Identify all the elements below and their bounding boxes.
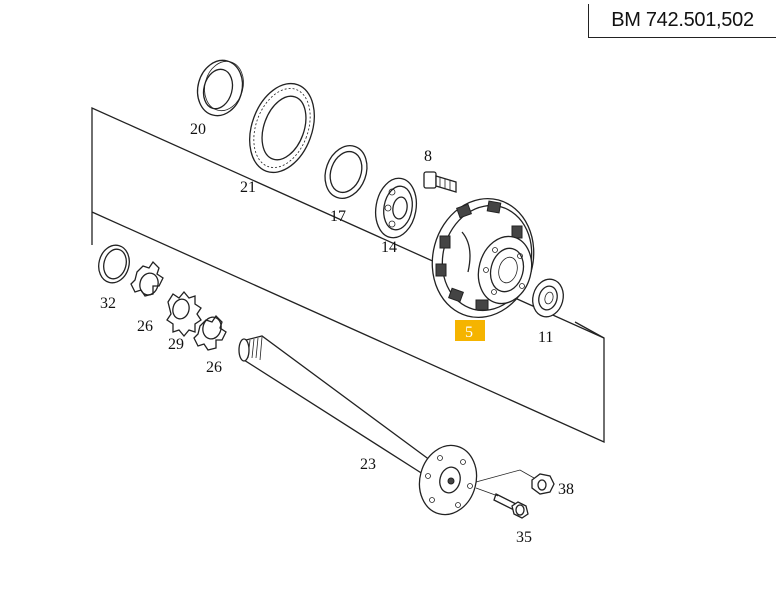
label-32: 32 xyxy=(100,295,116,312)
part-21-roller-bearing[interactable] xyxy=(238,75,326,182)
label-17: 17 xyxy=(330,208,346,225)
label-21: 21 xyxy=(240,179,256,196)
part-38-nut[interactable] xyxy=(531,473,555,495)
part-26a-lock-washer[interactable] xyxy=(130,260,164,297)
part-32-snap-ring[interactable] xyxy=(95,242,134,286)
part-26b-lock-washer[interactable] xyxy=(193,314,227,351)
label-8: 8 xyxy=(424,148,432,165)
label-26b: 26 xyxy=(206,359,222,376)
part-35-bolt[interactable] xyxy=(493,493,529,519)
label-20: 20 xyxy=(190,121,206,138)
label-26a: 26 xyxy=(137,318,153,335)
leader-lines xyxy=(475,469,535,497)
part-5-differential-housing[interactable] xyxy=(419,187,547,329)
part-14-ball-bearing[interactable] xyxy=(371,175,421,241)
label-5-highlight[interactable] xyxy=(455,320,485,341)
drawing-number: BM 742.501,502 xyxy=(588,4,776,38)
part-11-small-bearing[interactable] xyxy=(529,276,568,320)
part-29-spring-washer[interactable] xyxy=(166,290,202,338)
part-8-bolt[interactable] xyxy=(423,171,457,193)
part-20-bearing-race[interactable] xyxy=(192,55,249,120)
label-11: 11 xyxy=(538,329,553,346)
label-35: 35 xyxy=(516,529,532,546)
label-29: 29 xyxy=(168,336,184,353)
part-17-ring[interactable] xyxy=(318,140,374,204)
label-23: 23 xyxy=(360,456,376,473)
label-38: 38 xyxy=(558,481,574,498)
label-14: 14 xyxy=(381,239,397,256)
label-5[interactable]: 5 xyxy=(465,324,473,341)
assembly-bracket xyxy=(91,106,605,444)
part-23-axle-shaft[interactable] xyxy=(238,335,484,521)
